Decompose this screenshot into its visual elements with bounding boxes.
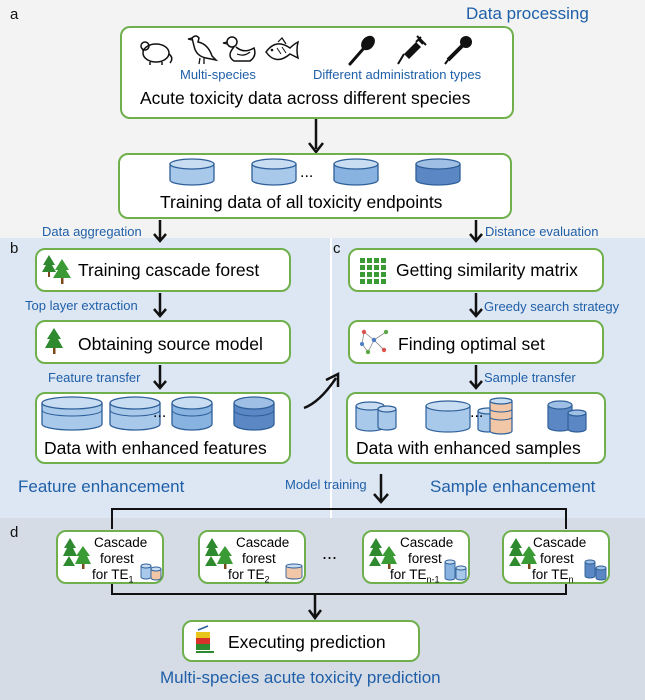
- cylinder: [171, 396, 213, 431]
- cylinder: [41, 396, 103, 431]
- cylinder: [425, 400, 471, 433]
- source-model-label: Obtaining source model: [78, 334, 263, 354]
- cylinder: [333, 158, 379, 186]
- grid-icon: [360, 258, 386, 284]
- fish-icon: [262, 34, 300, 71]
- training-data-label: Training data of all toxicity endpoints: [160, 192, 443, 212]
- source-data-label: Acute toxicity data across different spe…: [140, 88, 471, 108]
- training-cylinders: [169, 158, 461, 186]
- arrow-model-training: [373, 474, 389, 504]
- source-model-box: [35, 320, 291, 364]
- forest-2-l3: for TE2: [228, 567, 270, 585]
- panel-c-letter: c: [333, 240, 341, 257]
- tree-icon: [63, 538, 91, 569]
- dropper-icon: [442, 34, 474, 71]
- greedy-search-label: Greedy search strategy: [484, 299, 620, 314]
- tree-icon: [42, 255, 71, 284]
- training-ellipsis: ...: [300, 164, 314, 181]
- optimal-set-box: [348, 320, 604, 364]
- tree-icon: [369, 538, 397, 569]
- training-cascade-forest-label: Training cascade forest: [78, 260, 260, 280]
- forest-1-l1: Cascade: [94, 535, 148, 550]
- prediction-label: Executing prediction: [228, 632, 386, 652]
- feature-transfer-label: Feature transfer: [48, 370, 141, 385]
- cylinder: [169, 158, 215, 186]
- syringe-icon: [396, 34, 428, 71]
- cylinder: [377, 405, 397, 431]
- spoon-icon: [346, 34, 378, 71]
- panel-a-title: Data processing: [466, 4, 589, 23]
- data-aggregation-label: Data aggregation: [42, 224, 142, 239]
- source-data-box: [120, 26, 514, 119]
- panel-d-letter: d: [10, 524, 19, 541]
- duck-icon: [222, 34, 258, 71]
- arrow-down-1: [308, 119, 324, 155]
- network-icon: [360, 329, 389, 355]
- forest-1-l3: for TE1: [92, 567, 134, 585]
- arrow-c2-c3: [469, 365, 483, 390]
- forest-3-l2: forest: [408, 551, 442, 566]
- cylinder: [415, 158, 461, 186]
- similarity-matrix-label: Getting similarity matrix: [396, 260, 578, 280]
- model-training-label: Model training: [285, 477, 367, 492]
- arrow-b-to-c: [303, 371, 340, 410]
- top-layer-extraction-label: Top layer extraction: [25, 298, 138, 313]
- forest-2-l1: Cascade: [236, 535, 290, 550]
- mouse-icon: [136, 34, 174, 71]
- sample-ellipsis: ...: [470, 404, 484, 421]
- arrow-b2-b3: [153, 365, 167, 390]
- enhanced-samples-label: Data with enhanced samples: [356, 438, 581, 458]
- tree-icon: [509, 538, 537, 569]
- sample-cylinders: [355, 397, 587, 435]
- panel-b-title: Feature enhancement: [18, 477, 185, 496]
- cylinder: [489, 397, 513, 435]
- arrow-to-predict: [308, 594, 322, 621]
- mini-cylinders-2: [285, 563, 303, 580]
- tree-icon: [45, 328, 63, 354]
- prediction-box: [182, 620, 420, 662]
- forest-4-l1: Cascade: [533, 535, 587, 550]
- forest-3-l1: Cascade: [400, 535, 454, 550]
- panel-b-letter: b: [10, 240, 19, 257]
- forest-box-2: [198, 530, 306, 584]
- admin-types-label: Different administration types: [313, 67, 482, 82]
- tree-icon: [205, 538, 233, 569]
- forest-4-l2: forest: [540, 551, 574, 566]
- feature-ellipsis: ...: [153, 404, 167, 421]
- forest-2-l2: forest: [242, 551, 276, 566]
- arrow-c1-c2: [469, 293, 483, 318]
- bird-icon: [186, 32, 219, 71]
- mini-cylinders-3: [444, 559, 467, 581]
- arrow-b1-b2: [153, 293, 167, 318]
- cylinder: [355, 401, 385, 432]
- bottom-bracket: [111, 584, 567, 595]
- enhanced-features-label: Data with enhanced features: [44, 438, 267, 458]
- training-cascade-forest-box: [35, 248, 291, 292]
- distance-evaluation-label: Distance evaluation: [485, 224, 599, 239]
- optimal-set-label: Finding optimal set: [398, 334, 545, 354]
- cylinder: [233, 396, 275, 431]
- mini-cylinders-4: [584, 559, 607, 581]
- mini-cylinders-1: [140, 563, 162, 581]
- cylinder: [109, 396, 161, 431]
- sample-transfer-label: Sample transfer: [484, 370, 576, 385]
- panel-a-letter: a: [10, 6, 19, 23]
- cylinder: [251, 158, 297, 186]
- prediction-icon: [196, 625, 214, 653]
- top-bracket: [111, 508, 567, 529]
- forest-ellipsis: ...: [322, 543, 338, 563]
- arrow-to-c: [469, 220, 483, 243]
- arrow-to-b: [153, 220, 167, 243]
- multi-species-label: Multi-species: [180, 67, 256, 82]
- feature-cylinders: [41, 396, 275, 431]
- panel-d-title: Multi-species acute toxicity prediction: [160, 668, 441, 687]
- cylinder: [547, 400, 573, 432]
- similarity-matrix-box: [348, 248, 604, 292]
- panel-c-title: Sample enhancement: [430, 477, 596, 496]
- forest-1-l2: forest: [100, 551, 134, 566]
- forest-3-l3: for TEn-1: [390, 567, 440, 585]
- cylinder: [567, 409, 587, 433]
- forest-4-l3: for TEn: [532, 567, 574, 585]
